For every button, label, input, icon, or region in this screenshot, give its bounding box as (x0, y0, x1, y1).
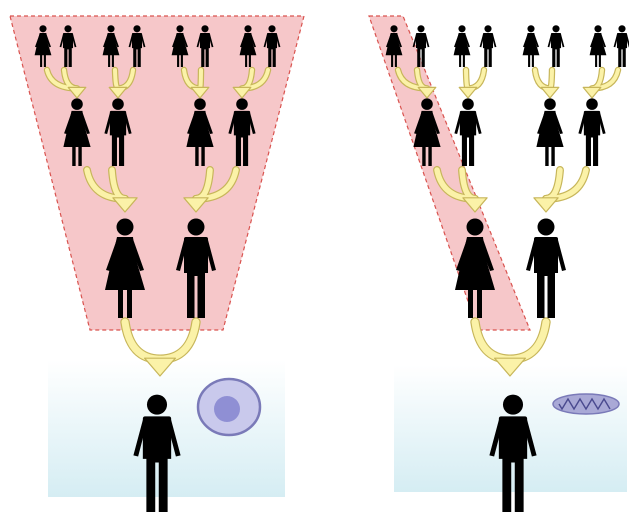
mitochondrial-inheritance-panel (369, 16, 629, 512)
female-figure-icon (536, 98, 563, 166)
male-figure-icon (578, 98, 605, 166)
cell-nucleus-icon (198, 379, 260, 435)
male-figure-icon (614, 25, 629, 67)
mitochondrion-icon (553, 394, 619, 414)
merge-arrow-icon (535, 70, 559, 98)
female-figure-icon (590, 25, 607, 67)
merge-arrow-icon (583, 70, 618, 98)
male-figure-icon (548, 25, 565, 67)
merge-arrow-icon (459, 70, 484, 98)
nuclear-inheritance-panel (10, 16, 304, 512)
ancestry-highlight (10, 16, 304, 330)
merge-arrow-icon (534, 170, 586, 212)
male-figure-icon (480, 25, 497, 67)
female-figure-icon (523, 25, 540, 67)
male-figure-icon (526, 219, 566, 319)
female-figure-icon (454, 25, 471, 67)
